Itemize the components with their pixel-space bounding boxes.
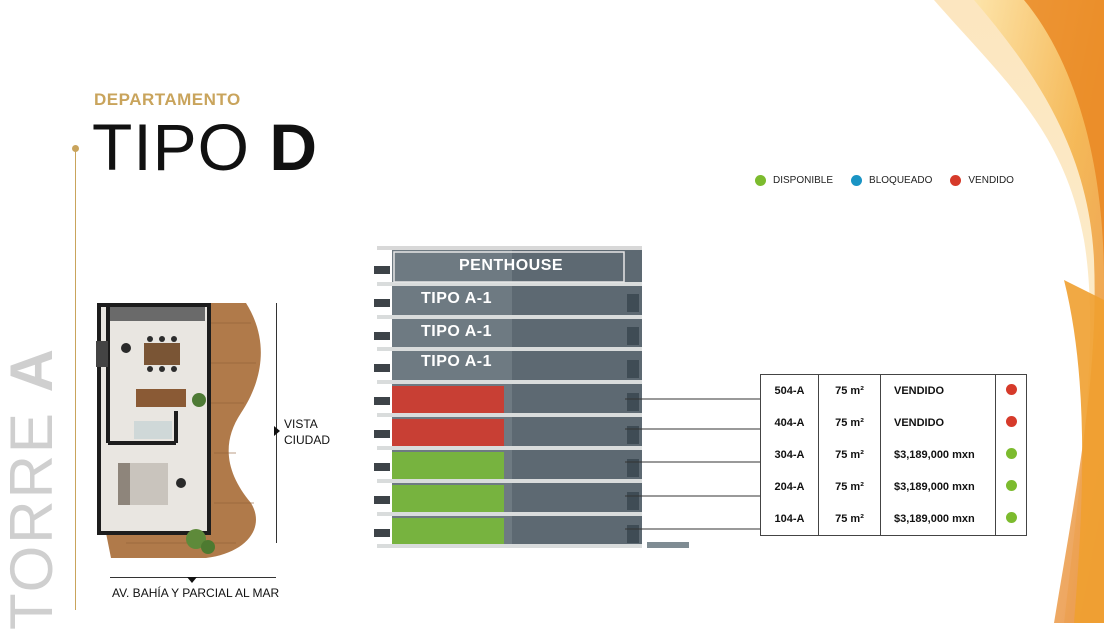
unit-area: 75 m² (818, 407, 881, 439)
table-row[interactable]: 204-A 75 m² $3,189,000 mxn (760, 471, 1027, 503)
unit-id: 504-A (760, 374, 819, 407)
view-label-line2: CIUDAD (284, 433, 331, 447)
table-row[interactable]: 404-A 75 m² VENDIDO (760, 407, 1027, 439)
legend-dot (950, 175, 962, 186)
unit-status-text: $3,189,000 mxn (880, 439, 996, 471)
unit-area: 75 m² (818, 439, 881, 471)
unit-id: 404-A (760, 407, 819, 439)
legend-dot (851, 175, 863, 186)
unit-status-text: $3,189,000 mxn (880, 471, 996, 503)
building-elevation (374, 246, 689, 548)
units-table: 504-A 75 m² VENDIDO 404-A 75 m² VENDIDO … (760, 374, 1027, 536)
unit-area: 75 m² (818, 471, 881, 503)
tower-label: TORRE A (0, 330, 67, 630)
legend-item-disponible: DISPONIBLE (755, 175, 833, 186)
floor-label-tipo-a1: TIPO A-1 (421, 323, 492, 340)
tower-label-light: TORRE (0, 392, 65, 630)
view-indicator-line (276, 303, 277, 543)
table-row[interactable]: 504-A 75 m² VENDIDO (760, 374, 1027, 407)
status-cell (995, 471, 1027, 503)
status-cell (995, 503, 1027, 536)
legend-item-vendido: VENDIDO (950, 175, 1014, 186)
unit-id: 204-A (760, 471, 819, 503)
legend-label: BLOQUEADO (869, 175, 933, 186)
view-label: VISTA CIUDAD (284, 416, 330, 448)
status-legend: DISPONIBLE BLOQUEADO VENDIDO (755, 175, 1014, 186)
status-dot-disponible (1005, 480, 1017, 491)
accent-line (75, 148, 76, 610)
table-row[interactable]: 104-A 75 m² $3,189,000 mxn (760, 503, 1027, 536)
legend-label: VENDIDO (968, 175, 1014, 186)
status-dot-disponible (1005, 448, 1017, 459)
unit-area: 75 m² (818, 503, 881, 536)
unit-status-text: VENDIDO (880, 374, 996, 407)
page-subtitle: DEPARTAMENTO (94, 90, 241, 109)
legend-item-bloqueado: BLOQUEADO (851, 175, 932, 186)
status-dot-disponible (1005, 512, 1017, 523)
status-cell (995, 439, 1027, 471)
page-title: TIPO D (92, 108, 318, 186)
floor-label-penthouse: PENTHOUSE (459, 257, 564, 274)
table-row[interactable]: 304-A 75 m² $3,189,000 mxn (760, 439, 1027, 471)
floor-label-tipo-a1: TIPO A-1 (421, 290, 492, 307)
unit-id: 304-A (760, 439, 819, 471)
decorative-ribbon (934, 0, 1104, 623)
title-bold: D (269, 110, 319, 184)
status-dot-vendido (1005, 416, 1017, 427)
view-arrow-icon (274, 426, 280, 436)
legend-label: DISPONIBLE (773, 175, 834, 186)
status-cell (995, 374, 1027, 407)
view-label-line1: VISTA (284, 417, 318, 431)
title-light: TIPO (92, 110, 270, 184)
unit-status-text: VENDIDO (880, 407, 996, 439)
unit-id: 104-A (760, 503, 819, 536)
floor-plan (96, 303, 261, 558)
unit-area: 75 m² (818, 374, 881, 407)
street-label: AV. BAHÍA Y PARCIAL AL MAR (112, 586, 280, 600)
street-arrow-icon (187, 577, 197, 583)
status-cell (995, 407, 1027, 439)
status-dot-vendido (1005, 384, 1017, 395)
legend-dot (755, 175, 766, 186)
floor-label-tipo-a1: TIPO A-1 (421, 353, 492, 370)
tower-label-bold: A (0, 347, 65, 393)
unit-status-text: $3,189,000 mxn (880, 503, 996, 536)
